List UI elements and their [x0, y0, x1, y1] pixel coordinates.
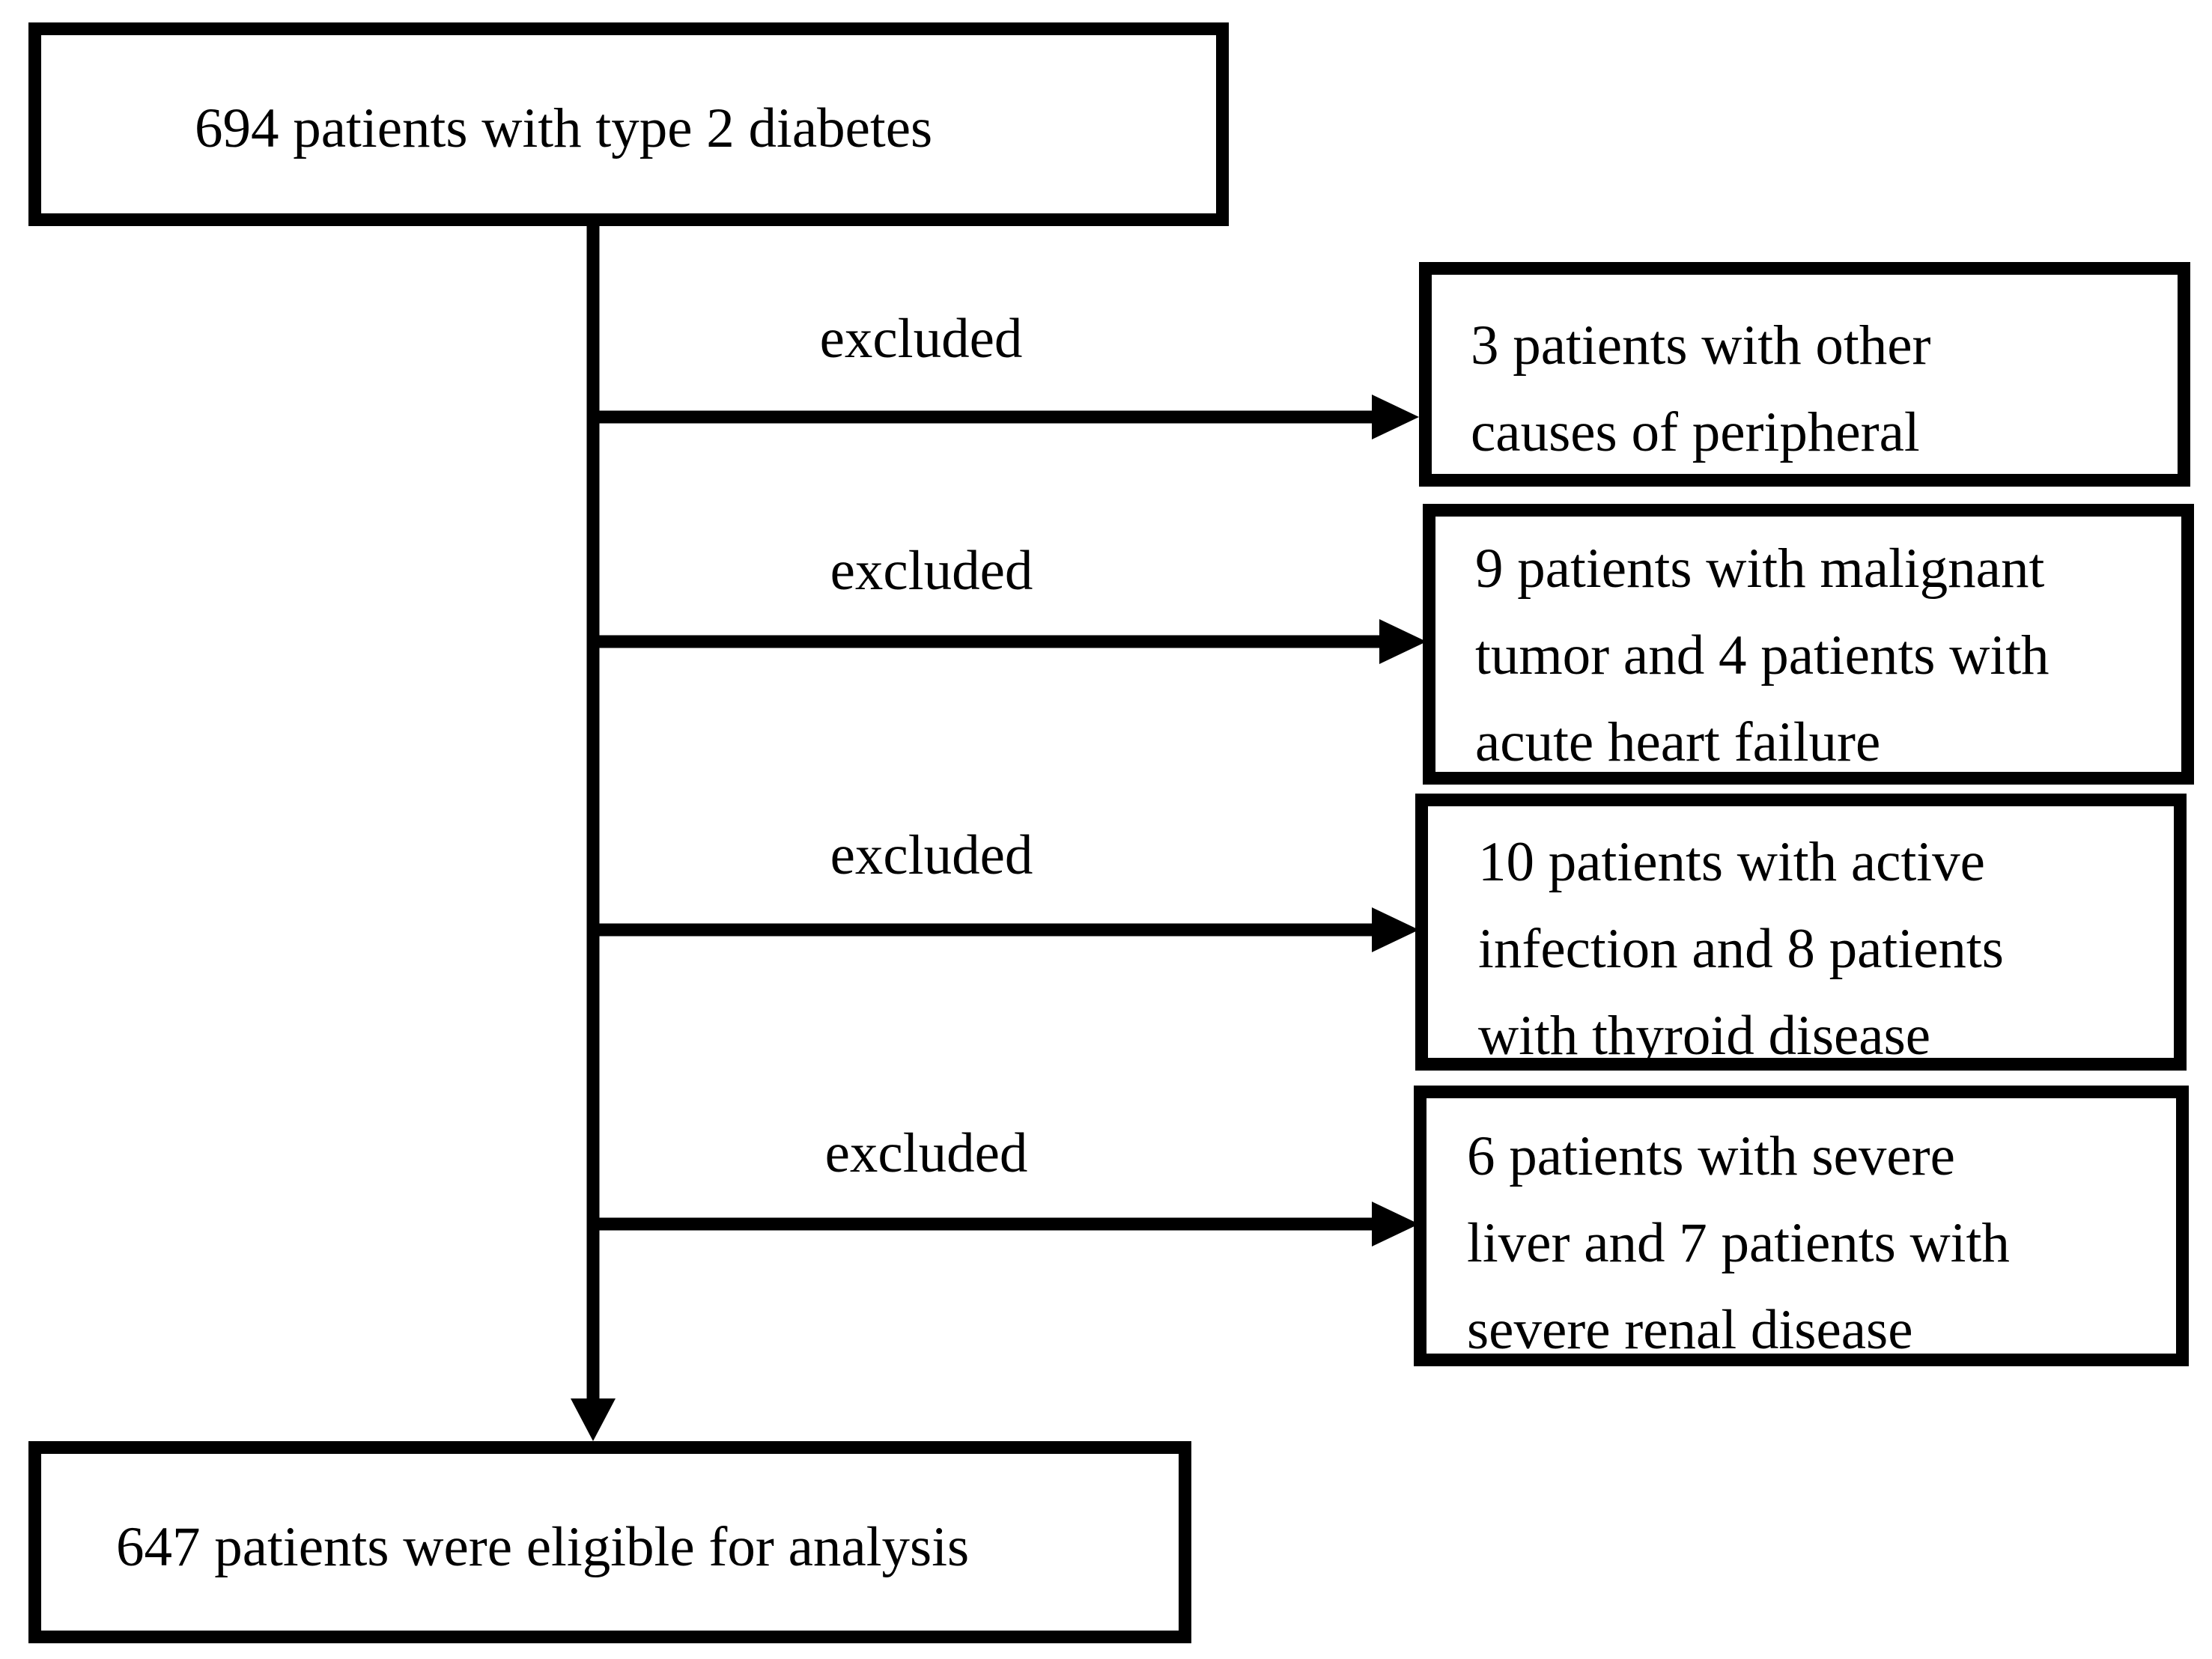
exclusion-box-3-line-1: 10 patients with active [1478, 831, 1985, 893]
end-box: 647 patients were eligible for analysis [28, 1441, 1191, 1643]
exclusion-box-2: 9 patients with malignant tumor and 4 pa… [1423, 504, 2194, 785]
exclusion-arrowhead-3 [1372, 907, 1419, 952]
exclusion-box-4-line-3: severe renal disease [1467, 1299, 1913, 1361]
exclusion-box-4-line-1: 6 patients with severe [1467, 1125, 1955, 1187]
exclusion-label-4: excluded [824, 1122, 1028, 1184]
exclusion-arrowhead-4 [1372, 1202, 1419, 1246]
exclusion-box-3-line-3: with thyroid disease [1478, 1005, 1931, 1067]
exclusion-box-2-line-2: tumor and 4 patients with [1475, 624, 2050, 687]
start-box-text: 694 patients with type 2 diabetes [195, 97, 933, 159]
main-flow-arrowhead [571, 1398, 616, 1441]
exclusion-box-1-line-1: 3 patients with other [1471, 314, 1931, 377]
start-box: 694 patients with type 2 diabetes [28, 22, 1229, 226]
exclusion-box-1-line-2: causes of peripheral [1471, 401, 1920, 463]
exclusion-box-3: 10 patients with active infection and 8 … [1415, 794, 2187, 1071]
exclusion-box-3-line-2: infection and 8 patients [1478, 918, 2004, 980]
exclusion-arrowhead-1 [1372, 395, 1419, 439]
exclusion-box-4: 6 patients with severe liver and 7 patie… [1414, 1086, 2189, 1366]
exclusion-box-1-text: 3 patients with other causes of peripher… [1471, 302, 1930, 476]
exclusion-box-3-text: 10 patients with active infection and 8 … [1478, 819, 2004, 1080]
exclusion-box-2-line-1: 9 patients with malignant [1475, 538, 2045, 600]
exclusion-box-2-line-3: acute heart failure [1475, 711, 1881, 773]
exclusion-box-2-text: 9 patients with malignant tumor and 4 pa… [1475, 526, 2050, 786]
exclusion-label-2: excluded [830, 540, 1033, 602]
exclusion-box-1: 3 patients with other causes of peripher… [1419, 262, 2190, 487]
exclusion-label-1: excluded [819, 308, 1023, 370]
exclusion-box-4-line-2: liver and 7 patients with [1467, 1212, 2010, 1274]
end-box-text: 647 patients were eligible for analysis [116, 1516, 970, 1578]
exclusion-label-3: excluded [830, 824, 1033, 886]
exclusion-box-4-text: 6 patients with severe liver and 7 patie… [1467, 1113, 2010, 1374]
exclusion-arrowhead-2 [1379, 619, 1426, 664]
